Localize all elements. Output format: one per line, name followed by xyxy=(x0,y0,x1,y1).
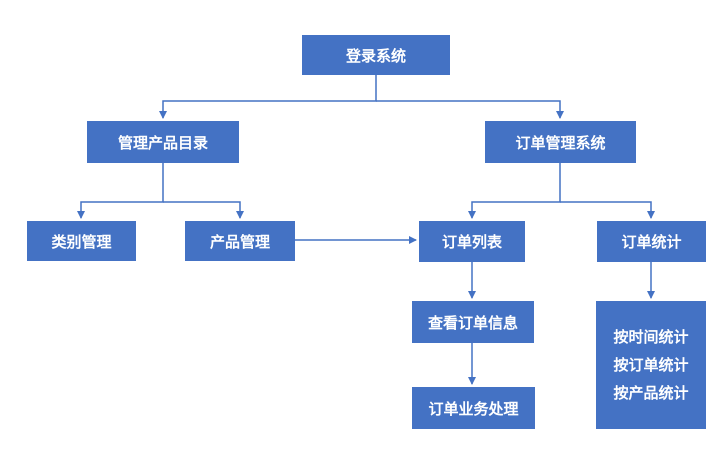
view-order-info-node: 查看订单信息 xyxy=(412,301,534,343)
order-list-node: 订单列表 xyxy=(419,221,525,262)
order-management-system-node: 订单管理系统 xyxy=(485,121,636,163)
connector-root-to-product-catalog xyxy=(159,75,377,119)
connector-order-to-stats xyxy=(560,201,655,219)
stat-by-product: 按产品统计 xyxy=(613,384,689,402)
stat-by-order: 按订单统计 xyxy=(613,356,689,374)
product-management-node: 产品管理 xyxy=(185,221,295,261)
connector-order-to-list xyxy=(468,163,561,219)
category-management-node: 类别管理 xyxy=(27,221,136,261)
order-processing-node: 订单业务处理 xyxy=(412,387,535,429)
statistics-options-node: 按时间统计 按订单统计 按产品统计 xyxy=(596,301,706,429)
connector-root-to-order-system xyxy=(376,100,564,119)
product-catalog-node: 管理产品目录 xyxy=(87,121,239,163)
stat-by-time: 按时间统计 xyxy=(613,328,689,346)
order-statistics-node: 订单统计 xyxy=(597,221,706,262)
connector-catalog-to-category xyxy=(77,163,164,219)
root-login-system-node: 登录系统 xyxy=(302,35,450,75)
connector-catalog-to-product xyxy=(163,201,244,219)
